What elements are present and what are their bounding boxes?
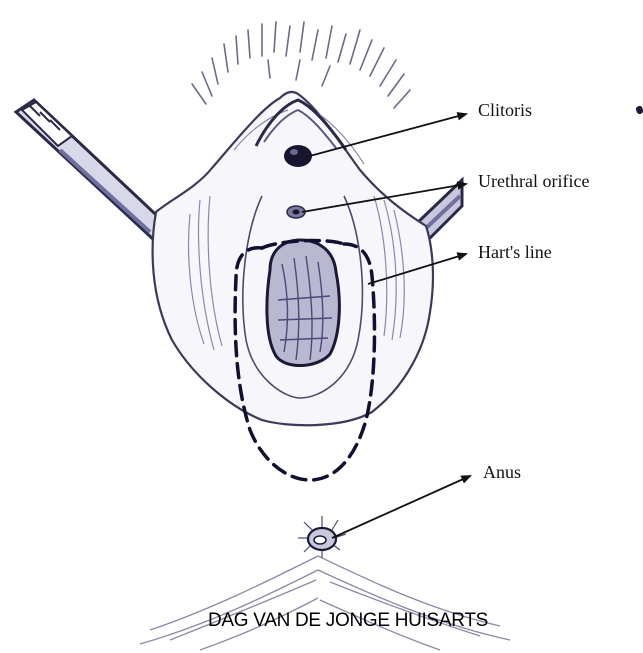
edge-fragment [636,106,643,114]
vaginal-introitus [267,240,339,366]
left-retractor [16,100,168,240]
buttocks-lines [140,556,510,650]
credit-text: DAG VAN DE JONGE HUISARTS [208,610,488,632]
label-clitoris: Clitoris [478,101,532,119]
label-anus: Anus [483,463,521,481]
anus [298,516,346,558]
label-harts-line: Hart's line [478,243,552,261]
label-urethral-orifice: Urethral orifice [478,172,589,190]
anus-pointer [332,476,470,538]
